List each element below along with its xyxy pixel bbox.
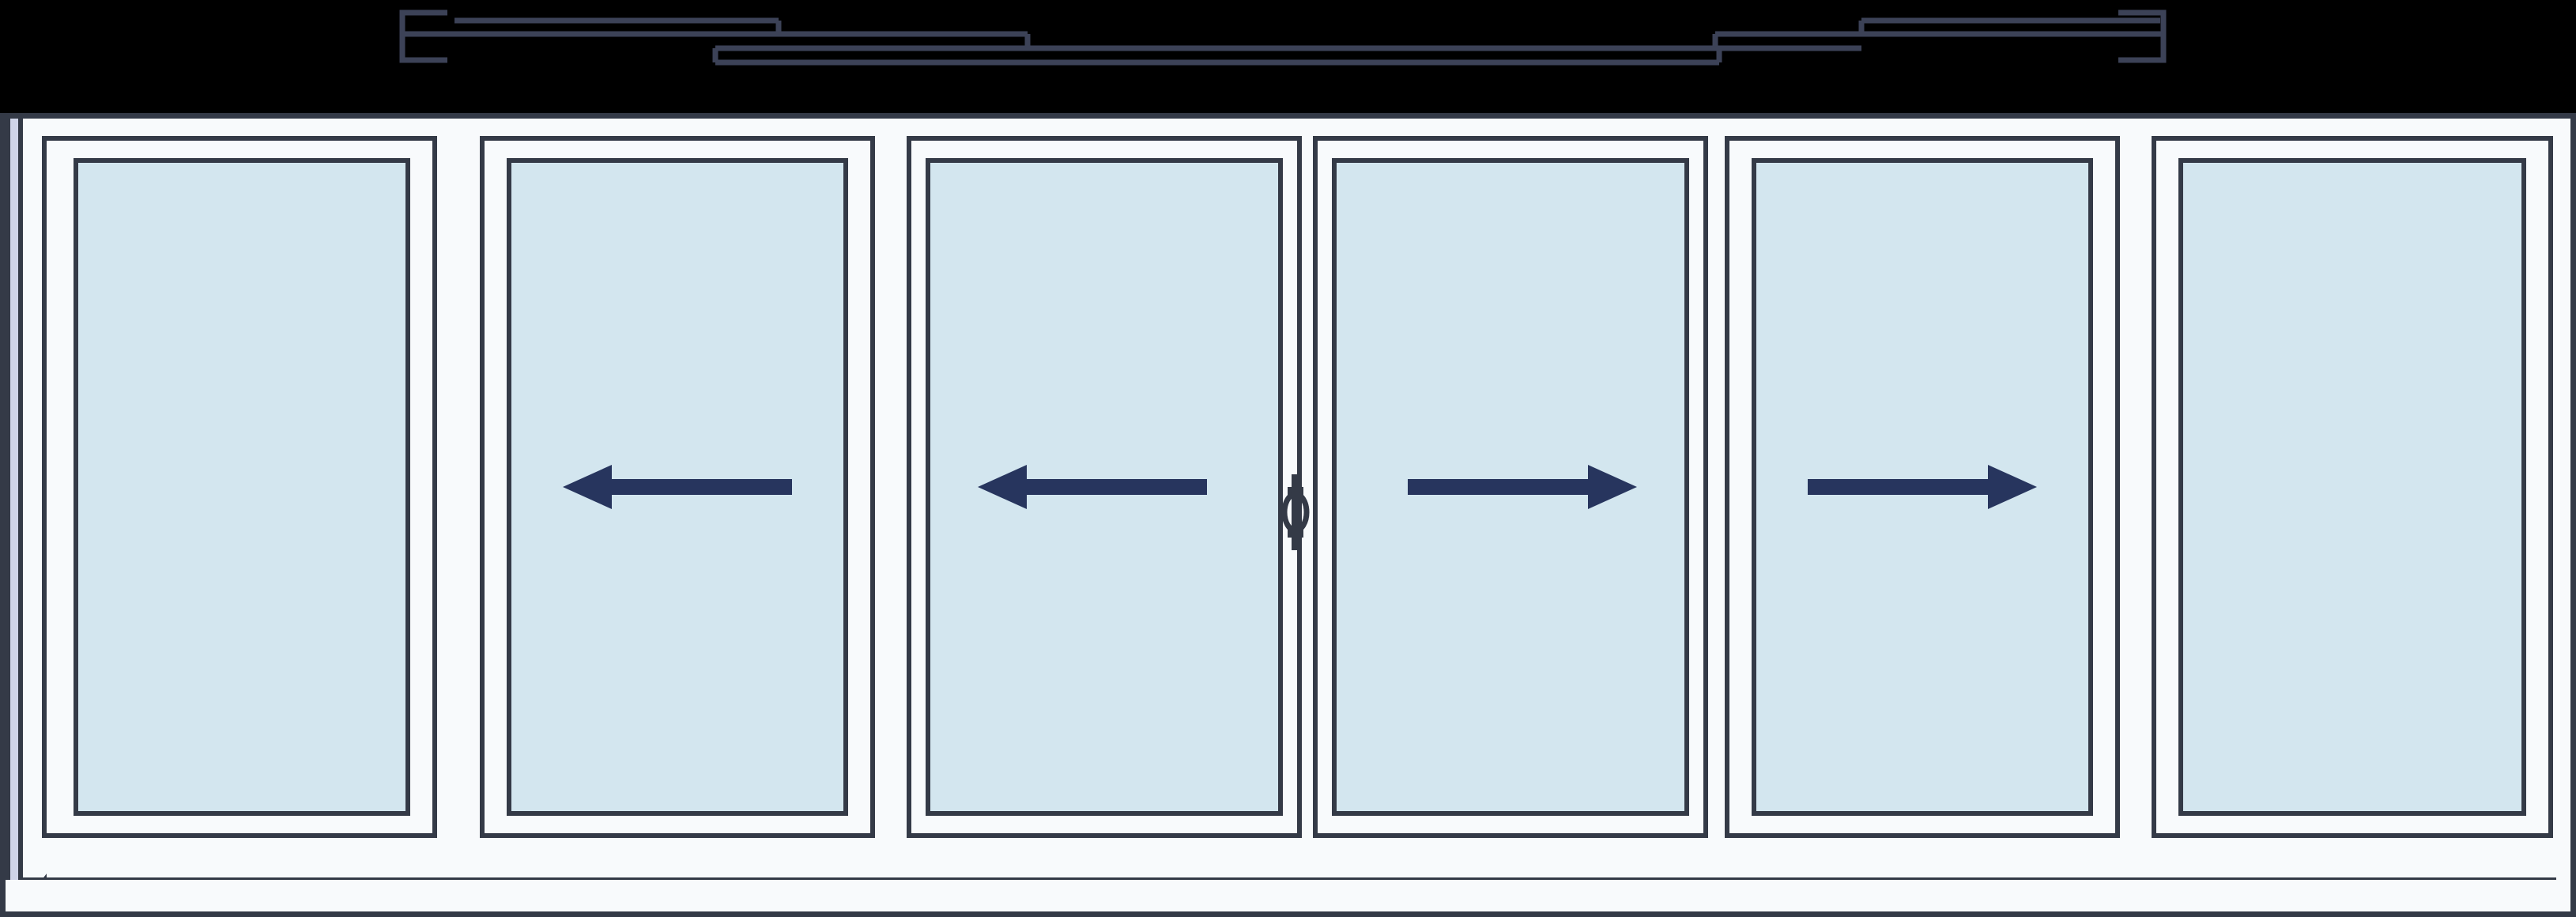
track-plan-svg <box>399 9 2167 66</box>
panel-4-glass <box>1332 158 1689 816</box>
panel-2-glass <box>507 158 848 816</box>
door-handle-icon <box>1281 474 1310 550</box>
sash-band <box>20 136 2556 838</box>
panel-4[interactable] <box>1313 136 1708 838</box>
track-layout-plan <box>0 0 2576 73</box>
bracket-left-icon <box>399 9 447 63</box>
panel-3-glass <box>926 158 1283 816</box>
door-unit-interior <box>6 119 2570 911</box>
panel-2[interactable] <box>480 136 875 838</box>
panel-1[interactable] <box>42 136 437 838</box>
panel-6[interactable] <box>2152 136 2553 838</box>
left-jamb-track-strip <box>6 119 23 911</box>
panel-3[interactable] <box>907 136 1302 838</box>
panel-1-glass <box>74 158 410 816</box>
panel-5[interactable] <box>1725 136 2120 838</box>
panel-5-glass <box>1752 158 2093 816</box>
panel-6-glass <box>2178 158 2526 816</box>
door-handle[interactable] <box>1278 474 1313 550</box>
multi-slide-door-unit <box>0 113 2576 917</box>
frame-base-lip <box>6 880 2570 911</box>
